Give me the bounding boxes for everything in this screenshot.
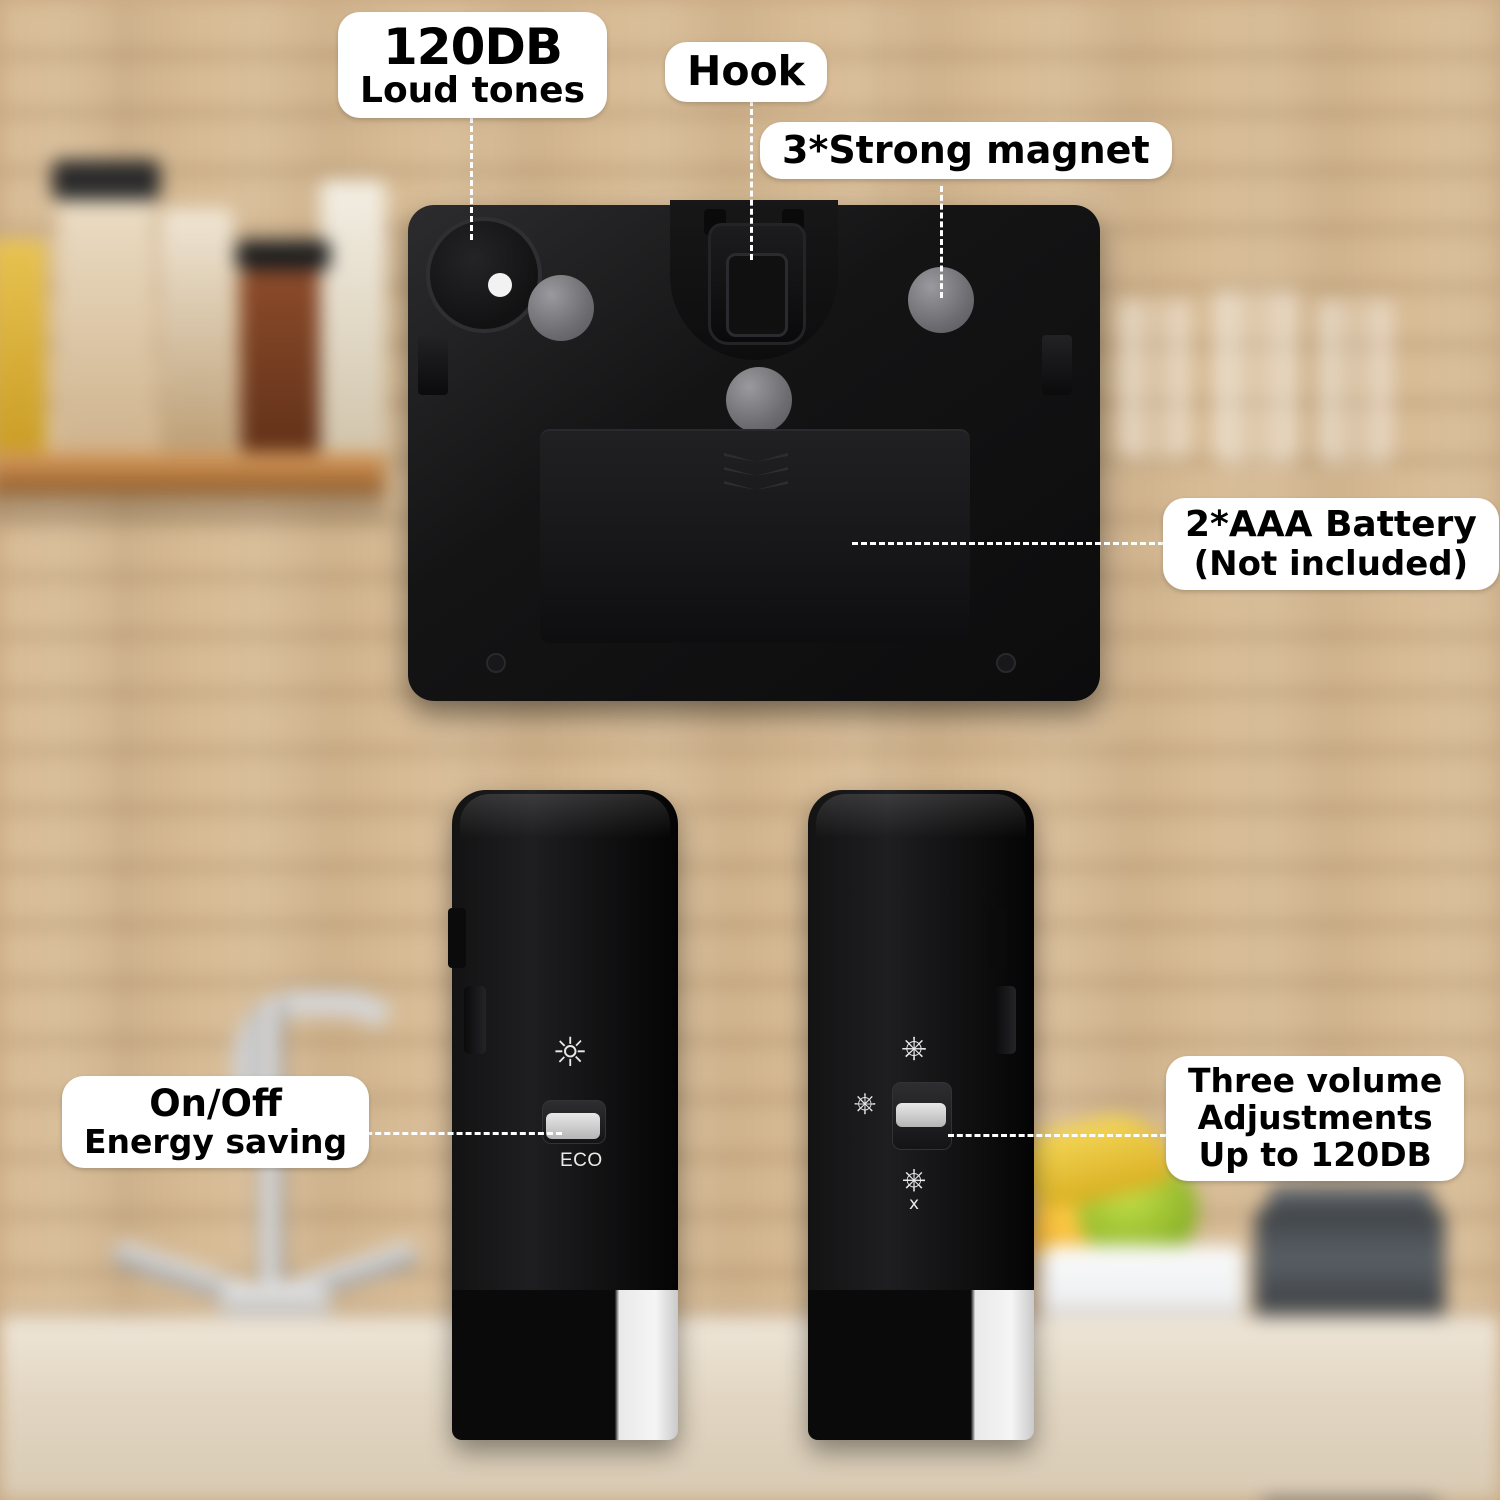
eco-power-switch[interactable] <box>542 1100 606 1144</box>
glass-2 <box>1215 290 1297 465</box>
volume-high-icon: ⎈ <box>901 1028 927 1066</box>
speaker-hole <box>488 273 512 297</box>
left-side-notch <box>448 908 466 968</box>
right-side-base-strip <box>808 1290 1034 1440</box>
device-right-side-view: ⎈ ⎈ ⎈ x <box>808 790 1034 1440</box>
callout-volume-line3: Up to 120DB <box>1198 1134 1432 1174</box>
callout-hook: Hook <box>665 42 827 102</box>
hook-inner-slot <box>726 253 788 337</box>
callout-volume: Three volume Adjustments Up to 120DB <box>1166 1056 1465 1181</box>
eco-switch-knob[interactable] <box>546 1113 600 1139</box>
shelf-jars-group <box>0 150 390 470</box>
screw-right <box>996 653 1016 673</box>
callout-battery-line2: (Not included) <box>1193 544 1469 585</box>
callout-volume-line2: Adjustments <box>1197 1097 1433 1137</box>
callout-loud-tones-line1: 120DB <box>383 18 563 76</box>
right-side-notch <box>988 908 1006 968</box>
device-back-view <box>408 200 1100 701</box>
screw-left <box>486 653 506 673</box>
kitchen-counter <box>0 1320 1500 1500</box>
eco-label: ECO <box>560 1150 603 1171</box>
callout-strong-magnet: 3*Strong magnet <box>760 122 1172 179</box>
leader-line-loud-tones <box>470 108 473 240</box>
leader-line-hook <box>750 100 753 260</box>
callout-onoff-line2: Energy saving <box>84 1122 348 1162</box>
left-side-gloss <box>460 794 670 838</box>
stand-fin-left <box>418 335 448 395</box>
leader-line-onoff <box>330 1132 562 1135</box>
leader-line-magnet <box>940 186 943 298</box>
callout-loud-tones: 120DB Loud tones <box>338 12 608 119</box>
magnet-icon-left <box>528 275 594 341</box>
device-left-side-view: ☼ ECO <box>448 790 678 1440</box>
glass-1 <box>1120 300 1190 460</box>
callout-battery: 2*AAA Battery (Not included) <box>1163 498 1499 591</box>
callout-battery-line1: 2*AAA Battery <box>1185 504 1477 545</box>
callout-on-off: On/Off Energy saving <box>62 1076 370 1169</box>
right-side-tab <box>994 986 1016 1054</box>
wooden-shelf <box>0 452 385 494</box>
volume-switch[interactable] <box>892 1082 952 1150</box>
volume-switch-knob[interactable] <box>896 1103 946 1127</box>
callout-volume-line1: Three volume <box>1188 1061 1443 1100</box>
mute-x-label: x <box>908 1194 920 1214</box>
right-side-gloss <box>816 794 1026 838</box>
callout-hook-line1: Hook <box>687 47 805 95</box>
callout-magnet-line1: 3*Strong magnet <box>782 128 1150 172</box>
volume-mute-icon: ⎈ <box>902 1162 926 1197</box>
battery-cover <box>540 429 970 643</box>
leader-line-battery <box>852 542 1164 545</box>
callout-loud-tones-line2: Loud tones <box>360 70 586 111</box>
stand-fin-right <box>1042 335 1072 395</box>
brightness-sun-icon: ☼ <box>552 1030 588 1076</box>
shelf-shadow <box>0 494 385 534</box>
leader-line-volume <box>948 1134 1166 1137</box>
magnet-icon-center <box>726 367 792 433</box>
callout-onoff-line1: On/Off <box>149 1082 282 1125</box>
volume-low-icon: ⎈ <box>853 1086 877 1119</box>
left-side-tab <box>464 986 486 1054</box>
left-side-base-strip <box>452 1290 678 1440</box>
glass-3 <box>1320 300 1392 465</box>
speaker-icon <box>426 217 542 333</box>
